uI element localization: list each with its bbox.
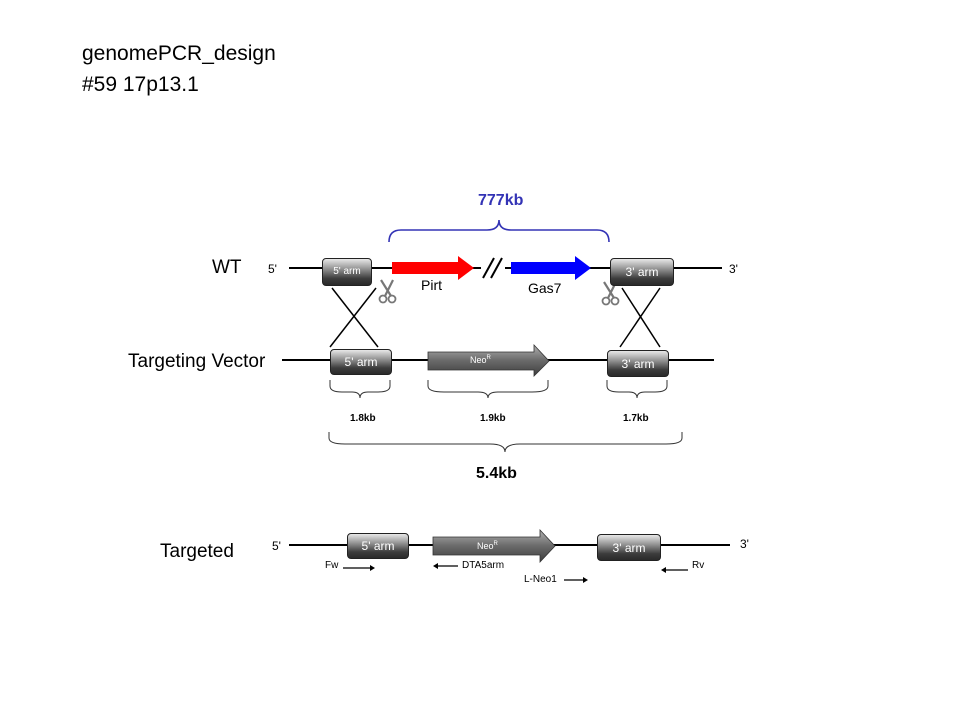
vector-arm5-box: 5' arm [330, 349, 392, 375]
crossover-line [621, 287, 661, 348]
primer-dta5arm-label: DTA5arm [462, 560, 505, 571]
pirt-label: Pirt [421, 277, 442, 293]
row-label-wt: WT [212, 257, 242, 278]
wt-arm3-box: 3' arm [610, 258, 674, 286]
vector-neo-label: NeoR [470, 355, 491, 365]
arm5-size-label: 1.8kb [350, 413, 376, 424]
primer-rv-arrow [661, 567, 688, 573]
primer-fw-label: Fw [325, 560, 339, 571]
break-mark [482, 257, 495, 279]
row-label-targeted: Targeted [160, 541, 234, 562]
targeted-arm3-box: 3' arm [597, 534, 661, 561]
neo-size-label: 1.9kb [480, 413, 506, 424]
primer-fw-arrow [343, 565, 375, 571]
crossover-line [619, 287, 661, 348]
row-label-targeting-vector: Targeting Vector [128, 351, 266, 372]
design-title: genomePCR_design [82, 42, 276, 65]
span-size-label: 777kb [478, 192, 524, 209]
span-bracket [388, 219, 610, 243]
primer-lneo-arrow [564, 577, 588, 583]
total-size-label: 5.4kb [476, 465, 517, 482]
primer-lneo1-label: L-Neo1 [524, 574, 557, 585]
scissors-icon [378, 279, 397, 304]
wt-three-prime-label: 3' [729, 262, 738, 276]
brace-total [328, 432, 683, 453]
brace-arm5 [329, 380, 391, 399]
arm3-size-label: 1.7kb [623, 413, 649, 424]
design-locus: #59 17p13.1 [82, 73, 199, 96]
targeted-neo-label: NeoR [477, 541, 498, 551]
targeted-five-prime-label: 5' [272, 539, 281, 553]
wt-arm5-box: 5' arm [322, 258, 372, 286]
brace-neo [427, 380, 549, 399]
brace-arm3 [606, 380, 668, 399]
vector-arm3-box: 3' arm [607, 350, 669, 377]
pirt-arrow [392, 256, 474, 280]
primer-dta-arrow [433, 563, 458, 569]
targeted-three-prime-label: 3' [740, 537, 749, 551]
targeted-arm5-box: 5' arm [347, 533, 409, 559]
primer-rv-label: Rv [692, 560, 705, 571]
crossover-line [331, 287, 379, 348]
break-mark [490, 257, 503, 279]
vector-neo-arrow [427, 343, 550, 377]
targeted-neo-arrow [432, 528, 556, 564]
crossover-line [329, 287, 377, 348]
wt-five-prime-label: 5' [268, 262, 277, 276]
gas7-label: Gas7 [528, 280, 562, 296]
gas7-arrow [511, 256, 591, 280]
